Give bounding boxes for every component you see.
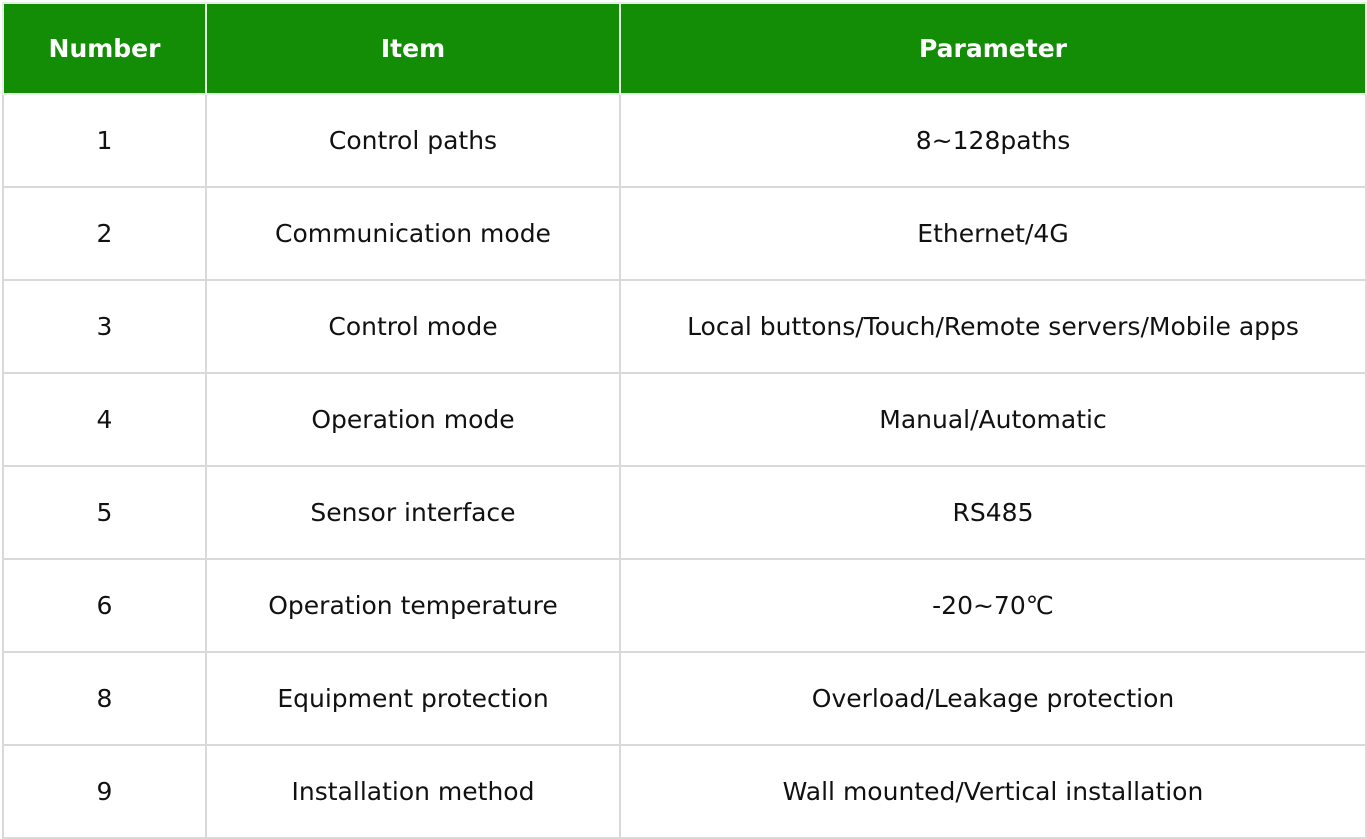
- cell-parameter: Overload/Leakage protection: [619, 651, 1367, 746]
- cell-parameter: -20~70℃: [619, 558, 1367, 653]
- table-row: 9 Installation method Wall mounted/Verti…: [2, 744, 1367, 839]
- cell-number: 4: [2, 372, 207, 467]
- cell-parameter: Manual/Automatic: [619, 372, 1367, 467]
- cell-item: Equipment protection: [205, 651, 621, 746]
- header-item: Item: [205, 2, 621, 95]
- cell-item: Control paths: [205, 93, 621, 188]
- table-row: 3 Control mode Local buttons/Touch/Remot…: [2, 279, 1367, 374]
- cell-parameter: RS485: [619, 465, 1367, 560]
- table-row: 5 Sensor interface RS485: [2, 465, 1367, 560]
- header-row: Number Item Parameter: [2, 2, 1367, 95]
- cell-number: 6: [2, 558, 207, 653]
- cell-number: 1: [2, 93, 207, 188]
- cell-item: Control mode: [205, 279, 621, 374]
- cell-number: 9: [2, 744, 207, 839]
- table-row: 1 Control paths 8~128paths: [2, 93, 1367, 188]
- table-row: 8 Equipment protection Overload/Leakage …: [2, 651, 1367, 746]
- cell-item: Operation temperature: [205, 558, 621, 653]
- table-row: 6 Operation temperature -20~70℃: [2, 558, 1367, 653]
- cell-parameter: Local buttons/Touch/Remote servers/Mobil…: [619, 279, 1367, 374]
- header-number: Number: [2, 2, 207, 95]
- table-row: 2 Communication mode Ethernet/4G: [2, 186, 1367, 281]
- table-body: 1 Control paths 8~128paths 2 Communicati…: [2, 93, 1367, 839]
- cell-item: Operation mode: [205, 372, 621, 467]
- header-parameter: Parameter: [619, 2, 1367, 95]
- cell-item: Communication mode: [205, 186, 621, 281]
- table-row: 4 Operation mode Manual/Automatic: [2, 372, 1367, 467]
- cell-item: Installation method: [205, 744, 621, 839]
- table-header: Number Item Parameter: [2, 2, 1367, 95]
- cell-parameter: 8~128paths: [619, 93, 1367, 188]
- cell-parameter: Wall mounted/Vertical installation: [619, 744, 1367, 839]
- cell-parameter: Ethernet/4G: [619, 186, 1367, 281]
- cell-number: 8: [2, 651, 207, 746]
- cell-number: 3: [2, 279, 207, 374]
- cell-number: 2: [2, 186, 207, 281]
- cell-number: 5: [2, 465, 207, 560]
- cell-item: Sensor interface: [205, 465, 621, 560]
